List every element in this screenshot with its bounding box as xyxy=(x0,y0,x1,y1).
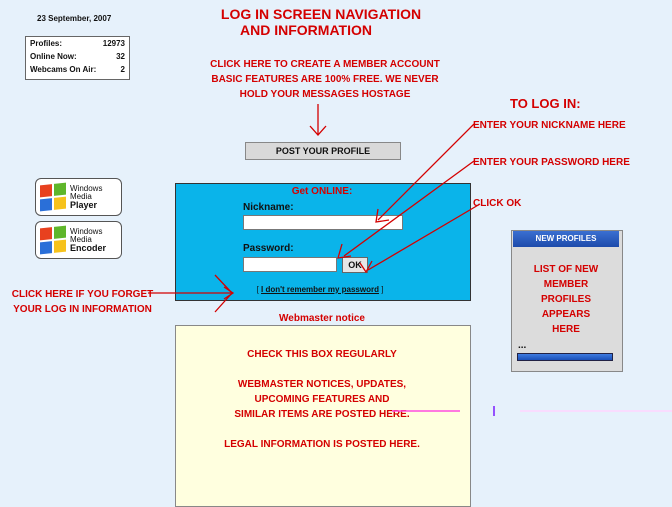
password-input[interactable] xyxy=(243,257,337,272)
windows-media-encoder-badge[interactable]: Windows Media Encoder xyxy=(35,221,122,259)
create-account-note: CLICK HERE TO CREATE A MEMBER ACCOUNT BA… xyxy=(200,57,450,102)
arrow-to-password xyxy=(343,160,475,257)
profiles-line: LIST OF NEW xyxy=(533,264,599,275)
password-label: Password: xyxy=(243,243,294,254)
stat-value: 2 xyxy=(120,65,125,74)
badge-text: Windows Media Player xyxy=(70,183,103,210)
arrowhead-icon xyxy=(223,286,235,300)
webmaster-notice-box xyxy=(175,325,471,507)
page-title-line2: AND INFORMATION xyxy=(240,22,372,38)
profiles-line: HERE xyxy=(552,324,580,335)
ok-note: CLICK OK xyxy=(473,198,522,209)
profiles-line: APPEARS xyxy=(541,309,591,320)
stat-row-online: Online Now: 32 xyxy=(26,50,129,63)
badge-line: Media xyxy=(70,234,92,244)
notice-line: WEBMASTER NOTICES, UPDATES, xyxy=(237,379,407,390)
arrow-to-nickname xyxy=(377,123,475,221)
windows-media-player-badge[interactable]: Windows Media Player xyxy=(35,178,122,216)
badge-line: Windows xyxy=(70,183,103,193)
to-log-in-heading: TO LOG IN: xyxy=(510,96,581,111)
notice-line: SIMILAR ITEMS ARE POSTED HERE. xyxy=(234,409,410,420)
arrowhead-icon xyxy=(309,125,327,136)
new-profiles-scrollbar[interactable] xyxy=(517,353,613,361)
new-profiles-header: NEW PROFILES xyxy=(513,231,619,247)
password-note: ENTER YOUR PASSWORD HERE xyxy=(473,157,630,168)
new-profiles-text: LIST OF NEW MEMBER PROFILES APPEARS HERE xyxy=(511,262,621,337)
decoration-glitch xyxy=(392,406,672,416)
login-heading: Get ONLINE: xyxy=(291,186,353,197)
arrowhead-icon xyxy=(375,208,390,223)
forgot-password-link-wrap: [ I don't remember my password ] xyxy=(256,285,384,294)
badge-line: Windows xyxy=(70,226,103,236)
arrow-to-forgot-fork xyxy=(214,274,233,313)
note-line: HOLD YOUR MESSAGES HOSTAGE xyxy=(239,89,411,100)
forget-note: CLICK HERE IF YOU FORGET YOUR LOG IN INF… xyxy=(10,287,155,317)
notice-line: LEGAL INFORMATION IS POSTED HERE. xyxy=(224,439,420,450)
new-profiles-more: ... xyxy=(518,340,527,351)
profiles-line: MEMBER xyxy=(543,279,589,290)
nickname-input[interactable] xyxy=(243,215,403,230)
nickname-note: ENTER YOUR NICKNAME HERE xyxy=(473,120,626,131)
forgot-password-link[interactable]: I don't remember my password xyxy=(261,285,379,294)
badge-text: Windows Media Encoder xyxy=(70,226,107,253)
profiles-line: PROFILES xyxy=(540,294,591,305)
stats-box: Profiles: 12973 Online Now: 32 Webcams On … xyxy=(25,36,130,80)
page-title-line1: LOG IN SCREEN NAVIGATION xyxy=(220,6,422,22)
note-line: BASIC FEATURES ARE 100% FREE. WE NEVER xyxy=(211,74,439,85)
notice-line: UPCOMING FEATURES AND xyxy=(254,394,390,405)
badge-line: Media xyxy=(70,191,92,201)
stat-row-webcams: Webcams On Air: 2 xyxy=(26,63,129,76)
new-profiles-panel xyxy=(511,230,623,372)
post-profile-button[interactable]: POST YOUR PROFILE xyxy=(245,142,401,160)
badge-line: Player xyxy=(70,199,102,210)
stat-value: 12973 xyxy=(102,39,125,48)
arrowhead-icon xyxy=(359,260,373,274)
date-label: 23 September, 2007 xyxy=(37,14,112,23)
arrowhead-icon xyxy=(337,243,352,259)
note-line: CLICK HERE IF YOU FORGET xyxy=(11,289,154,300)
badge-product: Player xyxy=(70,199,98,210)
stat-row-profiles: Profiles: 12973 xyxy=(26,37,129,50)
badge-line: Encoder xyxy=(70,242,107,253)
arrow-to-ok xyxy=(367,203,481,271)
stat-label: Webcams On Air: xyxy=(30,65,97,74)
stat-label: Profiles: xyxy=(30,39,63,48)
stat-label: Online Now: xyxy=(30,52,77,61)
notice-line: CHECK THIS BOX REGULARLY xyxy=(247,349,397,360)
note-line: YOUR LOG IN INFORMATION xyxy=(13,304,152,315)
webmaster-notice-title: Webmaster notice xyxy=(279,313,365,324)
webmaster-notice-text: CHECK THIS BOX REGULARLY WEBMASTER NOTIC… xyxy=(175,347,469,452)
badge-product: Encoder xyxy=(70,242,107,253)
login-panel xyxy=(175,183,471,301)
stat-value: 32 xyxy=(116,52,125,61)
ok-button[interactable]: OK xyxy=(342,257,368,273)
note-line: CLICK HERE TO CREATE A MEMBER ACCOUNT xyxy=(210,59,440,70)
nickname-label: Nickname: xyxy=(243,202,294,213)
